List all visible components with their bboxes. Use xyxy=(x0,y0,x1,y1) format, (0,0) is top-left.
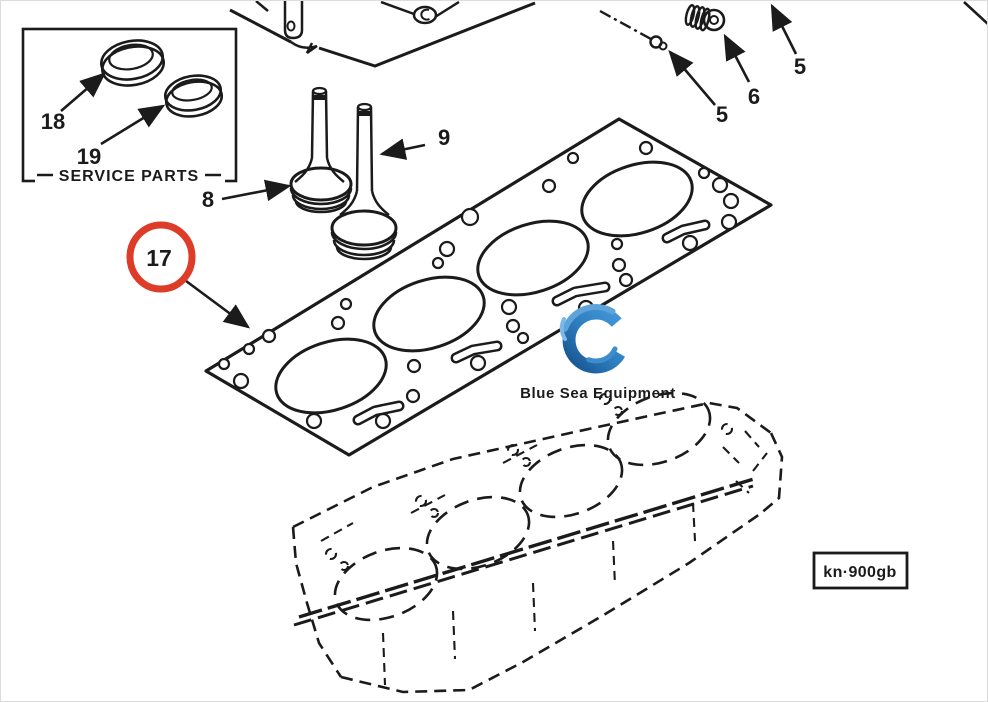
service-parts-title: SERVICE PARTS xyxy=(59,168,199,185)
callout-5-left: 5 xyxy=(716,102,728,127)
watermark-text: Blue Sea Equipment xyxy=(520,385,676,402)
plug-parts: 5 6 5 xyxy=(599,1,987,127)
head-gasket xyxy=(204,117,773,457)
engine-block xyxy=(291,391,784,694)
drawing-code: kn·900gb xyxy=(823,564,896,581)
service-parts-border xyxy=(21,27,238,183)
callout-17: 17 xyxy=(146,245,172,271)
watermark: Blue Sea Equipment xyxy=(520,303,676,402)
gasket-bolt-holes xyxy=(217,140,740,430)
callout-5-right: 5 xyxy=(794,54,806,79)
leader-line-9 xyxy=(379,138,426,160)
block-small-holes xyxy=(324,392,734,572)
valves: 8 9 xyxy=(202,86,450,261)
cylinder-head-bottom xyxy=(229,1,536,68)
leader-line-5-left xyxy=(668,50,716,106)
blue-sea-swoosh-icon xyxy=(559,303,626,374)
callout-6: 6 xyxy=(748,84,760,109)
callout-18: 18 xyxy=(41,109,65,134)
drawing-code-box: kn·900gb xyxy=(812,551,909,590)
gasket-outline xyxy=(204,117,773,457)
callout-19: 19 xyxy=(77,144,101,169)
block-cylinder-bores xyxy=(333,391,712,622)
threaded-plug xyxy=(684,4,726,32)
leader-line-5-right xyxy=(770,3,798,55)
valve-8 xyxy=(289,86,353,214)
gasket-cylinder-bores xyxy=(274,160,694,415)
block-front-ribs xyxy=(320,430,768,686)
cup-plug-small xyxy=(649,35,668,51)
centerline xyxy=(599,9,652,41)
leader-line-17 xyxy=(181,276,251,329)
valve-9 xyxy=(330,102,398,261)
code-box-border xyxy=(812,551,909,590)
leader-line-19 xyxy=(100,104,166,146)
leader-line-6 xyxy=(723,33,751,83)
callout-17-highlight: 17 xyxy=(126,221,251,329)
leader-fragment xyxy=(963,1,987,25)
highlight-ring-17 xyxy=(126,221,196,293)
callout-9: 9 xyxy=(438,125,450,150)
callout-8: 8 xyxy=(202,187,214,212)
leader-line-8 xyxy=(221,179,292,202)
seal-ring-19 xyxy=(163,74,224,118)
seal-ring-18 xyxy=(99,39,166,87)
gasket-coolant-slots xyxy=(352,219,711,426)
service-parts-inset: 18 19 SERVICE PARTS xyxy=(21,27,238,187)
leader-line-18 xyxy=(60,72,106,112)
